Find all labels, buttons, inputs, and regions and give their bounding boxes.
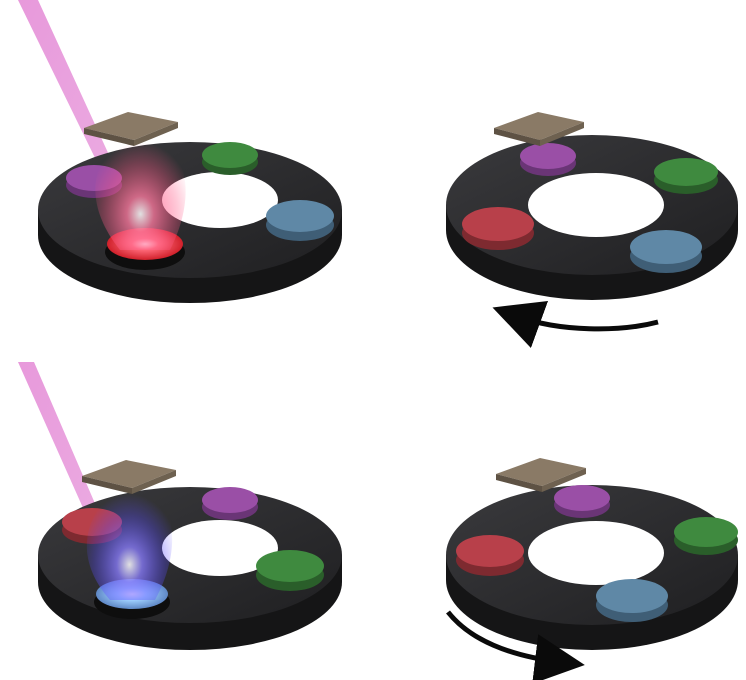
rotation-arrow-ccw: [516, 316, 658, 329]
target-red: [456, 535, 524, 576]
panel-bottom-left: [18, 362, 342, 650]
target-green: [256, 550, 324, 591]
panel-top-left: [18, 0, 342, 303]
target-green: [674, 517, 738, 555]
carousel-hole: [528, 173, 664, 237]
target-blue: [630, 230, 702, 273]
target-red: [462, 207, 534, 250]
panel-bottom-right: [446, 458, 738, 662]
target-green: [654, 158, 718, 194]
target-purple: [202, 487, 258, 520]
target-purple: [520, 143, 576, 176]
plasma-plume-blue: [87, 482, 172, 600]
panel-top-right: [446, 112, 738, 329]
target-green: [202, 142, 258, 175]
target-blue: [266, 200, 334, 241]
target-purple: [554, 485, 610, 518]
target-blue: [596, 579, 668, 622]
carousel-hole: [528, 521, 664, 585]
